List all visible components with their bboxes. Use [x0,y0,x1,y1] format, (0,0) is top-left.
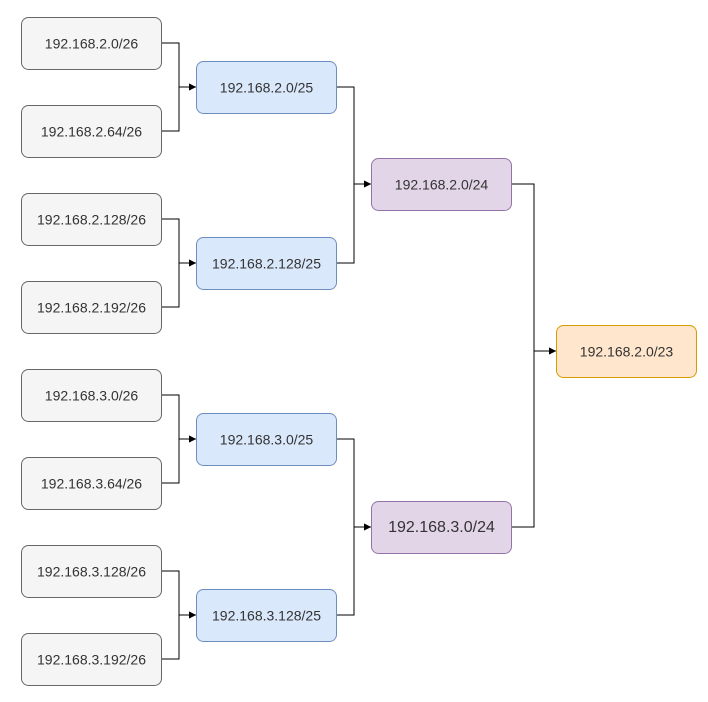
connector-n26_7-to-n25_4 [161,570,196,619]
subnet-node-n23[interactable]: 192.168.2.0/23 [556,325,697,378]
subnet-label: 192.168.3.192/26 [37,652,146,668]
subnet-box [21,545,162,598]
connector-n26_1-to-n25_1 [161,42,196,91]
subnet-label: 192.168.3.0/25 [220,432,314,448]
subnet-label: 192.168.3.0/26 [45,388,139,404]
connector-n25_2-to-n24_1 [336,180,371,264]
subnet-box [21,633,162,686]
connector-n26_6-to-n25_3 [161,435,196,484]
connector-n24_1-to-n23 [511,183,556,355]
subnet-box [196,413,337,466]
connector-layer [161,42,556,660]
subnet-node-n26-5[interactable]: 192.168.3.0/26 [21,369,162,422]
connector-n26_3-to-n25_2 [161,218,196,267]
subnet-label: 192.168.2.64/26 [41,124,142,140]
connector-n25_3-to-n24_2 [336,438,371,531]
subnet-box [21,193,162,246]
subnet-label: 192.168.2.0/24 [395,177,489,193]
connector-n25_1-to-n24_1 [336,86,371,188]
subnet-box [21,17,162,70]
subnet-box [21,457,162,510]
subnet-node-n25-1[interactable]: 192.168.2.0/25 [196,61,337,114]
connector-n26_4-to-n25_2 [161,259,196,308]
connector-n26_8-to-n25_4 [161,611,196,660]
subnet-node-n26-7[interactable]: 192.168.3.128/26 [21,545,162,598]
subnet-box [371,501,512,554]
subnet-label: 192.168.3.128/25 [212,608,321,624]
subnet-box [196,589,337,642]
subnet-node-n26-2[interactable]: 192.168.2.64/26 [21,105,162,158]
node-layer: 192.168.2.0/26 192.168.2.64/26 192.168.2.1… [21,17,697,686]
subnet-node-n25-3[interactable]: 192.168.3.0/25 [196,413,337,466]
subnet-node-n26-6[interactable]: 192.168.3.64/26 [21,457,162,510]
subnet-label: 192.168.2.0/25 [220,80,314,96]
subnet-box [21,369,162,422]
connector-n26_2-to-n25_1 [161,83,196,132]
subnet-box [21,105,162,158]
subnet-node-n24-1[interactable]: 192.168.2.0/24 [371,158,512,211]
subnet-box [196,61,337,114]
subnet-node-n26-1[interactable]: 192.168.2.0/26 [21,17,162,70]
subnet-node-n26-4[interactable]: 192.168.2.192/26 [21,281,162,334]
subnet-label: 192.168.3.128/26 [37,564,146,580]
connector-n24_2-to-n23 [511,347,556,528]
subnet-label: 192.168.2.0/26 [45,36,139,52]
subnet-box [21,281,162,334]
subnet-label: 192.168.2.192/26 [37,300,146,316]
subnet-node-n26-3[interactable]: 192.168.2.128/26 [21,193,162,246]
subnet-box [371,158,512,211]
subnet-label: 192.168.3.64/26 [41,476,142,492]
connector-n26_5-to-n25_3 [161,394,196,443]
subnet-label: 192.168.2.128/25 [212,256,321,272]
subnet-node-n26-8[interactable]: 192.168.3.192/26 [21,633,162,686]
subnet-node-n24-2[interactable]: 192.168.3.0/24 [371,501,512,554]
subnet-node-n25-4[interactable]: 192.168.3.128/25 [196,589,337,642]
subnet-box [196,237,337,290]
subnet-label: 192.168.3.0/24 [388,519,495,536]
subnet-label: 192.168.2.0/23 [580,344,674,360]
subnet-label: 192.168.2.128/26 [37,212,146,228]
subnet-box [556,325,697,378]
subnet-node-n25-2[interactable]: 192.168.2.128/25 [196,237,337,290]
connector-n25_4-to-n24_2 [336,523,371,616]
